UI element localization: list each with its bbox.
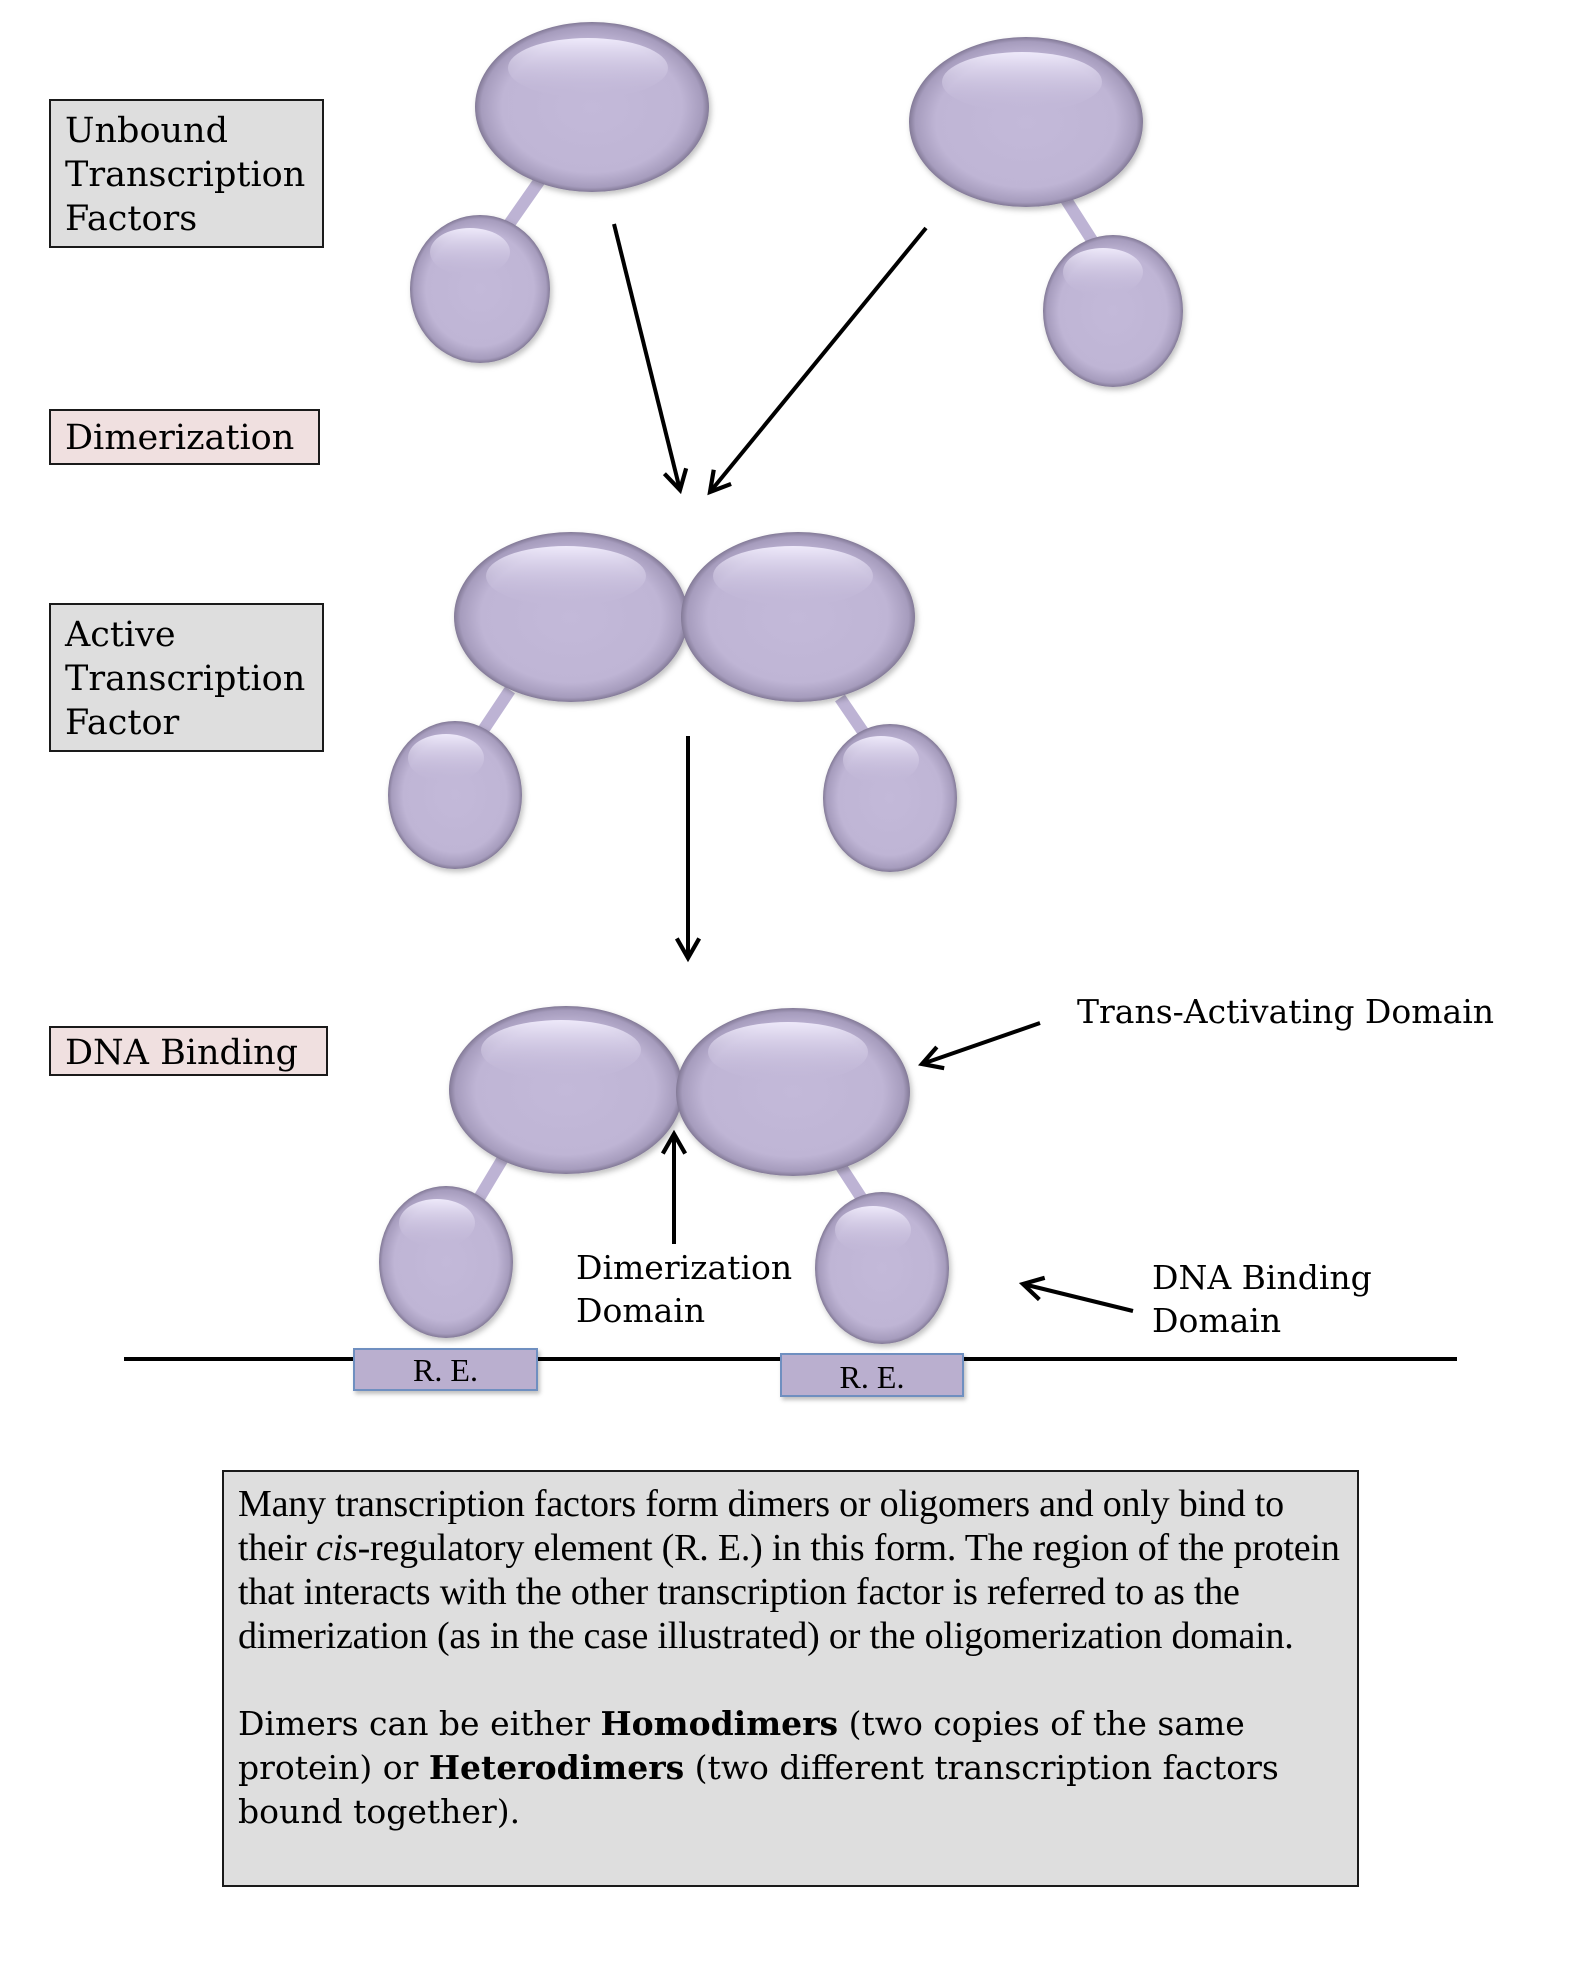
highlight [481,1020,641,1080]
response-element-label: R. E. [413,1352,478,1388]
highlight [430,228,510,276]
annotation-text: DNA Binding [1152,1258,1372,1297]
highlight [835,1206,911,1254]
highlight [708,1022,868,1082]
stage-label-active: Active Transcription Factor [49,603,324,752]
stage-label-line: Transcription [65,155,306,195]
arrow-trans-activating [918,1021,1041,1071]
stage-label-dna-binding: DNA Binding [49,1026,328,1076]
arrow-to-dimer-right [707,226,928,496]
highlight [843,736,919,784]
stage-label-line: Dimerization [65,418,295,458]
highlight [399,1199,475,1247]
response-element-label: R. E. [839,1359,905,1395]
label-dna-binding-domain: DNA Binding Domain [1152,1256,1372,1342]
term-homodimers: Homodimers [600,1704,839,1743]
stage-label-dimerization: Dimerization [49,409,320,465]
response-element-left: R. E. [353,1348,538,1391]
annotation-text: Domain [576,1291,706,1330]
text-run: -regulatory element (R. E.) in this form… [238,1527,1340,1657]
highlight [486,546,646,606]
dna-bound-dimer [379,1006,949,1344]
unbound-factor-right [909,37,1183,387]
stage-label-line: DNA Binding [65,1033,299,1073]
active-dimer [388,532,957,872]
text-run: (two different transcription factors bou… [238,1748,1279,1831]
stage-label-line: Active [65,615,176,655]
stage-label-line: Factor [65,703,180,743]
highlight [508,38,668,98]
annotation-text: Dimerization [576,1248,793,1287]
linker [472,1151,511,1204]
annotation-text: Domain [1152,1301,1282,1340]
explanation-paragraph-2: Dimers can be either Homodimers (two cop… [238,1702,1343,1834]
label-trans-activating-domain: Trans-Activating Domain [1077,990,1494,1034]
stage-label-unbound: Unbound Transcription Factors [49,99,324,248]
stage-label-line: Factors [65,199,198,239]
stage-label-line: Transcription [65,659,306,699]
response-element-right: R. E. [780,1353,964,1397]
text-run: (two copies of the same protein) or [238,1704,1245,1787]
explanation-paragraph-1: Many transcription factors form dimers o… [238,1482,1343,1658]
unbound-factor-left [410,22,709,363]
text-run: Dimers can be either [238,1704,601,1743]
highlight [408,734,484,782]
explanation-box: Many transcription factors form dimers o… [222,1470,1359,1887]
highlight [713,546,873,606]
highlight [942,52,1102,112]
term-heterodimers: Heterodimers [428,1748,685,1787]
annotation-text: Trans-Activating Domain [1077,992,1495,1031]
linker [500,176,545,234]
linker [1059,194,1101,249]
label-dimerization-domain: Dimerization Domain [576,1246,792,1332]
highlight [1063,248,1143,296]
arrow-to-dimer-left [612,223,689,495]
text-run: Many transcription factors form dimers o… [238,1483,1284,1569]
text-run-italic: cis [315,1527,358,1569]
stage-label-line: Unbound [65,111,229,151]
arrow-dna-binding-domain [1018,1275,1134,1313]
